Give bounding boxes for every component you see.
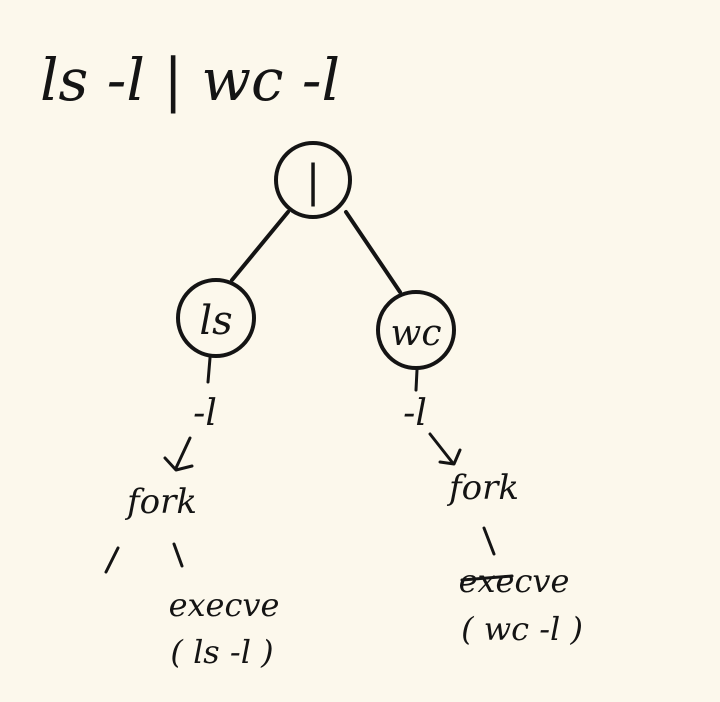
wc-execve-args: ( wc -l )	[461, 610, 583, 648]
wc-execve-strike	[460, 574, 514, 582]
root-node-label: |	[306, 156, 321, 207]
wc-node-circle	[376, 290, 456, 370]
wc-execve-label: execve	[459, 562, 570, 600]
wc-fork-label: fork	[446, 468, 519, 508]
ls-arg-label: -l	[193, 393, 217, 434]
ls-node-label: ls	[199, 298, 232, 344]
wc-fork-tick	[482, 526, 496, 556]
wc-node-label: wc	[391, 313, 442, 354]
ls-node-circle	[176, 278, 256, 358]
root-node-circle	[274, 141, 352, 219]
wc-arg-connector	[414, 368, 419, 392]
ls-arrow	[163, 436, 194, 472]
ls-fork-left-tick	[104, 546, 120, 574]
command-title: ls -l | wc -l	[40, 46, 340, 114]
wc-arrow	[428, 432, 462, 466]
ls-execve-label: execve	[169, 586, 280, 624]
ls-execve-args: ( ls -l )	[170, 633, 273, 671]
ls-fork-label: fork	[124, 482, 197, 522]
ls-arg-connector	[206, 356, 212, 384]
edge-root-right	[344, 210, 402, 294]
edge-root-left	[230, 210, 290, 282]
ls-fork-right-tick	[172, 542, 184, 568]
wc-arg-label: -l	[403, 393, 427, 434]
